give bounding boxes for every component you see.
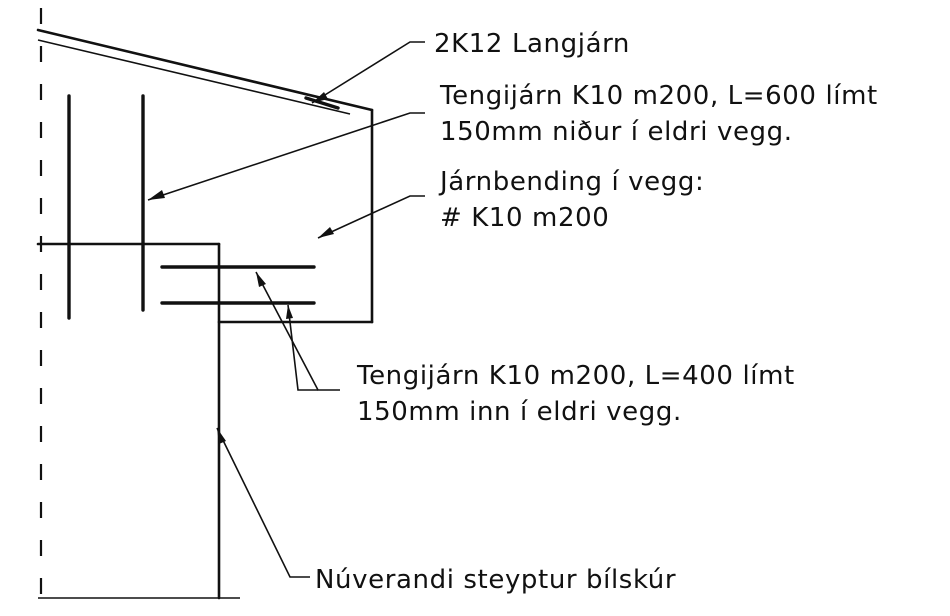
leader-existing-garage: [216, 427, 310, 578]
label-horizontal-dowels-line1: Tengijárn K10 m200, L=400 límt: [356, 361, 795, 391]
roof-slope-line: [36, 28, 374, 112]
label-longitudinal-bars: 2K12 Langjárn: [434, 29, 630, 59]
leader-longitudinal-bars: [311, 41, 425, 104]
arrowhead-wall-reinforcement: [318, 227, 334, 238]
arrowhead-existing-garage: [217, 428, 226, 444]
label-vertical-dowels-line1: Tengijárn K10 m200, L=600 límt: [439, 81, 878, 111]
leader-horizontal-dowels-a: [255, 271, 340, 391]
label-vertical-dowels-line2: 150mm niður í eldri vegg.: [440, 117, 793, 147]
longitudinal-bars-mark: [304, 96, 340, 110]
arrowhead-longitudinal: [312, 92, 328, 103]
leader-horizontal-dowels-b: [287, 304, 318, 391]
leader-wall-reinforcement: [317, 195, 425, 239]
arrowhead-vertical-dowels: [148, 190, 165, 200]
label-wall-reinforcement-line1: Járnbending í vegg:: [438, 167, 704, 197]
arrowhead-horizontal-b: [286, 305, 293, 319]
roof-slope-line-inner: [37, 39, 351, 115]
label-wall-reinforcement-line2: # K10 m200: [440, 203, 609, 233]
label-horizontal-dowels-line2: 150mm inn í eldri vegg.: [357, 397, 682, 427]
label-existing-garage: Núverandi steyptur bílskúr: [315, 565, 676, 595]
leader-vertical-dowels: [147, 112, 425, 201]
arrowhead-horizontal-a: [256, 272, 266, 287]
